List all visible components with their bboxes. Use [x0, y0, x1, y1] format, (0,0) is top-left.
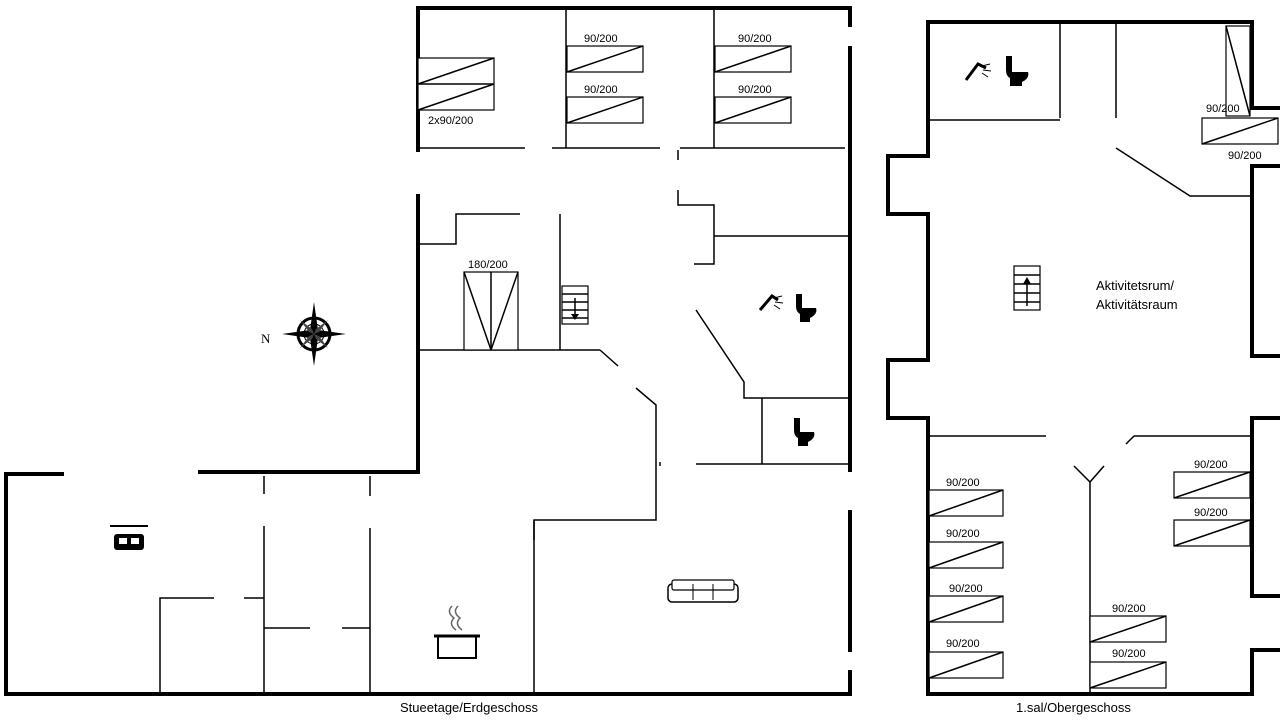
bed-label: 90/200 [738, 84, 772, 96]
ground-floor-exterior-walls [4, 6, 852, 696]
compass-icon [282, 302, 346, 366]
bed-label: 90/200 [1206, 103, 1240, 115]
bed-90-200: 90/200 [1089, 648, 1167, 689]
bed-label: 90/200 [1228, 150, 1262, 162]
bed-icon [110, 525, 148, 550]
shower-icon [964, 62, 992, 81]
bed-90-200: 90/200 [928, 477, 1004, 517]
stairs-icon [561, 285, 589, 325]
stairs-icon [1013, 265, 1041, 311]
room-label-activity: Aktivitetsrum/ [1096, 278, 1174, 293]
bed-90-200: 90/200 [928, 638, 1004, 679]
bed-label: 90/200 [946, 477, 980, 489]
bed-90-200: 90/200 [1089, 603, 1167, 643]
compass-north-label: N [261, 331, 271, 346]
first-floor-exterior-walls [886, 20, 1280, 696]
first-floor-caption: 1.sal/Obergeschoss [1016, 700, 1131, 715]
bed-label: 90/200 [946, 528, 980, 540]
bed-label: 90/200 [584, 84, 618, 96]
ground-floor-plan: 2x90/200 90/200 90/200 90/200 90/200 [4, 6, 852, 715]
bed-90-200: 90/200 [566, 84, 644, 124]
ground-floor-caption: Stueetage/Erdgeschoss [400, 700, 539, 715]
double-bed-180-200: 180/200 [463, 259, 519, 351]
room-label-activity: Aktivitätsraum [1096, 297, 1178, 312]
shower-icon [758, 294, 784, 311]
bed-90-200: 90/200 [714, 84, 792, 124]
bed-label: 90/200 [946, 638, 980, 650]
first-floor-plan: 90/200 90/200 Aktivitetsrum/ Aktivitätsr… [886, 20, 1280, 715]
toilet-icon [794, 418, 815, 446]
bed-90-200: 90/200 [566, 33, 644, 73]
bed-label-2x90-200: 2x90/200 [428, 115, 473, 127]
bed-90-200: 90/200 [1206, 25, 1251, 117]
bed-90-200: 90/200 [1173, 507, 1251, 547]
toilet-icon [796, 294, 817, 322]
sofa-icon [667, 579, 739, 603]
bed-label: 90/200 [738, 33, 772, 45]
bed-label: 90/200 [584, 33, 618, 45]
bed-label: 90/200 [1194, 507, 1228, 519]
bed-label: 90/200 [1112, 648, 1146, 660]
bed-90-200: 90/200 [714, 33, 792, 73]
bed-label: 90/200 [1112, 603, 1146, 615]
bed-label: 180/200 [468, 259, 508, 271]
first-floor-interior-walls [928, 22, 1252, 694]
toilet-icon [1006, 56, 1029, 86]
bed-90-200: 90/200 [1173, 459, 1251, 499]
bed-label: 90/200 [949, 583, 983, 595]
bed-label: 90/200 [1194, 459, 1228, 471]
bed-90-200: 90/200 [928, 583, 1004, 623]
bed-2x90-200: 2x90/200 [417, 57, 495, 127]
bed-90-200: 90/200 [1201, 117, 1279, 162]
bed-90-200: 90/200 [928, 528, 1004, 569]
cooking-pot-icon [434, 605, 480, 659]
